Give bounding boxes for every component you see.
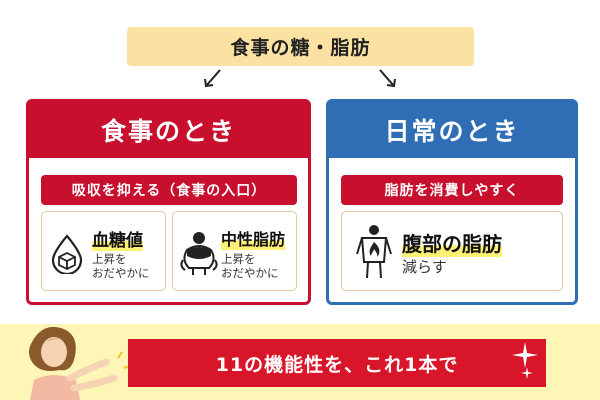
triglyceride-title: 中性脂肪: [221, 226, 286, 250]
blood-sugar-desc-line1: 上昇を: [92, 252, 127, 266]
sparkle-icon: [512, 342, 538, 368]
daily-header: 日常のとき: [329, 102, 575, 158]
blood-drop-icon: [51, 234, 83, 274]
pointing-woman-illustration: [29, 326, 130, 400]
belly-fat-card: 腹部の脂肪 減らす: [341, 211, 563, 291]
triglyceride-desc-line2: おだやかに: [221, 266, 279, 280]
fat-burn-subheader: 脂肪を消費しやすく: [341, 175, 563, 205]
blood-sugar-title: 血糖値: [92, 226, 143, 251]
meal-time-header: 食事のとき: [29, 102, 308, 158]
fire-body-icon: [356, 225, 392, 279]
small-sparkle-icon: [521, 367, 533, 379]
triglyceride-card: 中性脂肪 上昇を おだやかに: [172, 211, 297, 291]
cta-banner: 11の機能性を、これ1本で: [128, 339, 546, 387]
blood-sugar-desc-line2: おだやかに: [92, 266, 150, 280]
triglyceride-desc: 上昇を おだやかに: [221, 252, 297, 280]
daily-panel: 日常のとき 脂肪を消費しやすく 腹部の脂肪 減らす: [326, 99, 578, 305]
arrow-down-right-icon: [379, 69, 396, 88]
belly-fat-desc: 減らす: [402, 258, 447, 276]
main-title: 食事の糖・脂肪: [127, 27, 474, 66]
absorption-subheader: 吸収を抑える（食事の入口）: [41, 175, 297, 205]
meal-time-panel: 食事のとき 吸収を抑える（食事の入口） 血糖値 上昇を おだやかに 中性脂: [26, 99, 311, 305]
blood-sugar-card: 血糖値 上昇を おだやかに: [41, 211, 166, 291]
blood-sugar-desc: 上昇を おだやかに: [92, 252, 166, 280]
arrow-down-left-icon: [204, 69, 221, 88]
belly-fat-title: 腹部の脂肪: [402, 228, 502, 257]
body-fat-person-icon: [180, 232, 218, 275]
triglyceride-desc-line1: 上昇を: [221, 252, 256, 266]
